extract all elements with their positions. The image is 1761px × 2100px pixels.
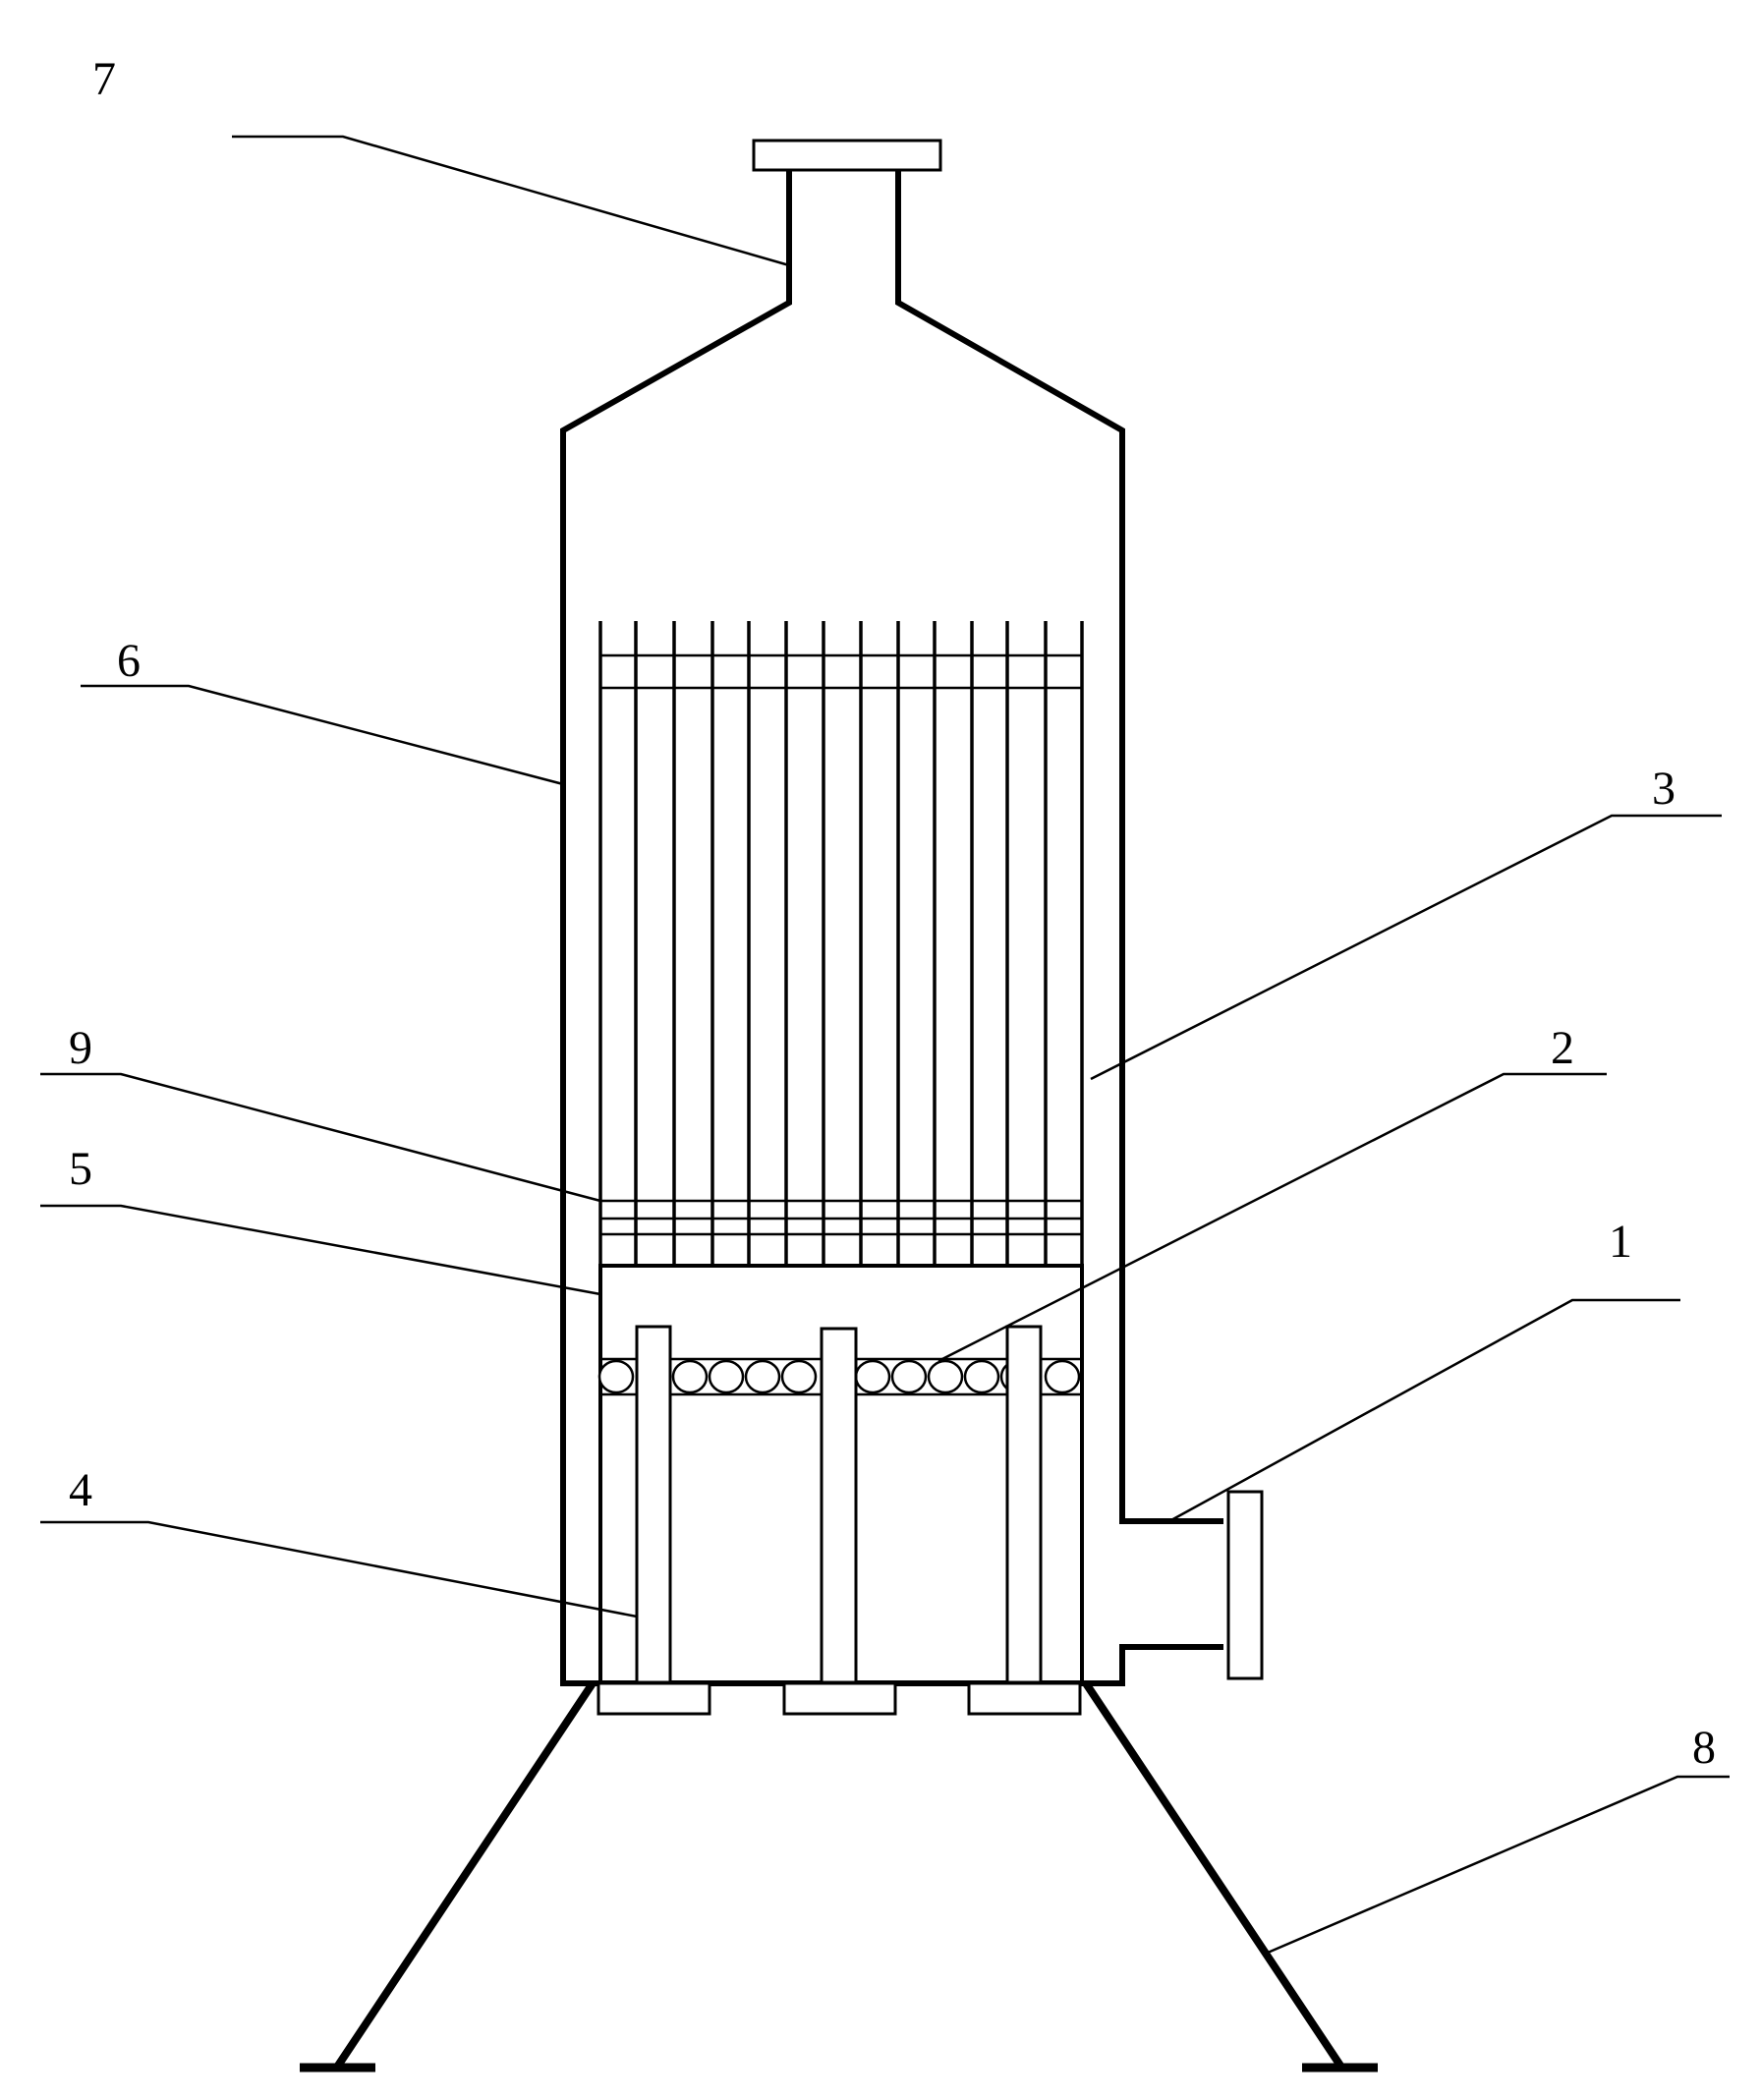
support-leg-left — [334, 1680, 596, 2069]
callout-4: 4 — [69, 1464, 92, 1516]
callout-2: 2 — [1551, 1022, 1574, 1074]
packing-ball-11 — [1044, 1359, 1081, 1394]
callout-5: 5 — [69, 1143, 92, 1195]
packing-ball-5 — [780, 1359, 818, 1394]
side-nozzle-flange — [1226, 1490, 1264, 1680]
heating-rod-2 — [820, 1327, 858, 1684]
leader-5 — [40, 1204, 601, 1296]
leader-7 — [232, 135, 790, 267]
packing-ball-9 — [963, 1359, 1000, 1394]
callout-8: 8 — [1692, 1722, 1716, 1774]
heating-rod-1 — [635, 1325, 672, 1684]
support-leg-right — [1082, 1680, 1344, 2069]
packing-ball-6 — [854, 1359, 891, 1394]
leader-3 — [1090, 814, 1722, 1081]
callout-9: 9 — [69, 1022, 92, 1074]
leader-8 — [1267, 1775, 1730, 1955]
top-flange — [752, 139, 942, 172]
callout-7: 7 — [92, 53, 116, 105]
rod-cap-2 — [782, 1681, 897, 1716]
leader-6 — [81, 684, 564, 786]
leader-4 — [40, 1520, 638, 1618]
packing-ball-8 — [927, 1359, 964, 1394]
leader-9 — [40, 1072, 601, 1203]
vessel-shell-right — [895, 170, 1223, 1524]
callout-3: 3 — [1652, 763, 1676, 815]
packing-ball-7 — [890, 1359, 928, 1394]
callout-6: 6 — [117, 635, 141, 687]
vessel-shell-right-lower — [1082, 1644, 1223, 1686]
packing-ball-2 — [671, 1359, 709, 1394]
packing-ball-4 — [744, 1359, 781, 1394]
tube-bundle — [598, 621, 1084, 1266]
callout-1: 1 — [1609, 1216, 1632, 1268]
leader-1 — [1168, 1298, 1680, 1523]
packing-ball-1 — [597, 1359, 635, 1394]
heating-rod-3 — [1005, 1325, 1043, 1684]
leader-2 — [937, 1072, 1607, 1363]
rod-cap-3 — [967, 1681, 1082, 1716]
rod-cap-1 — [596, 1681, 711, 1716]
packing-ball-3 — [708, 1359, 745, 1394]
